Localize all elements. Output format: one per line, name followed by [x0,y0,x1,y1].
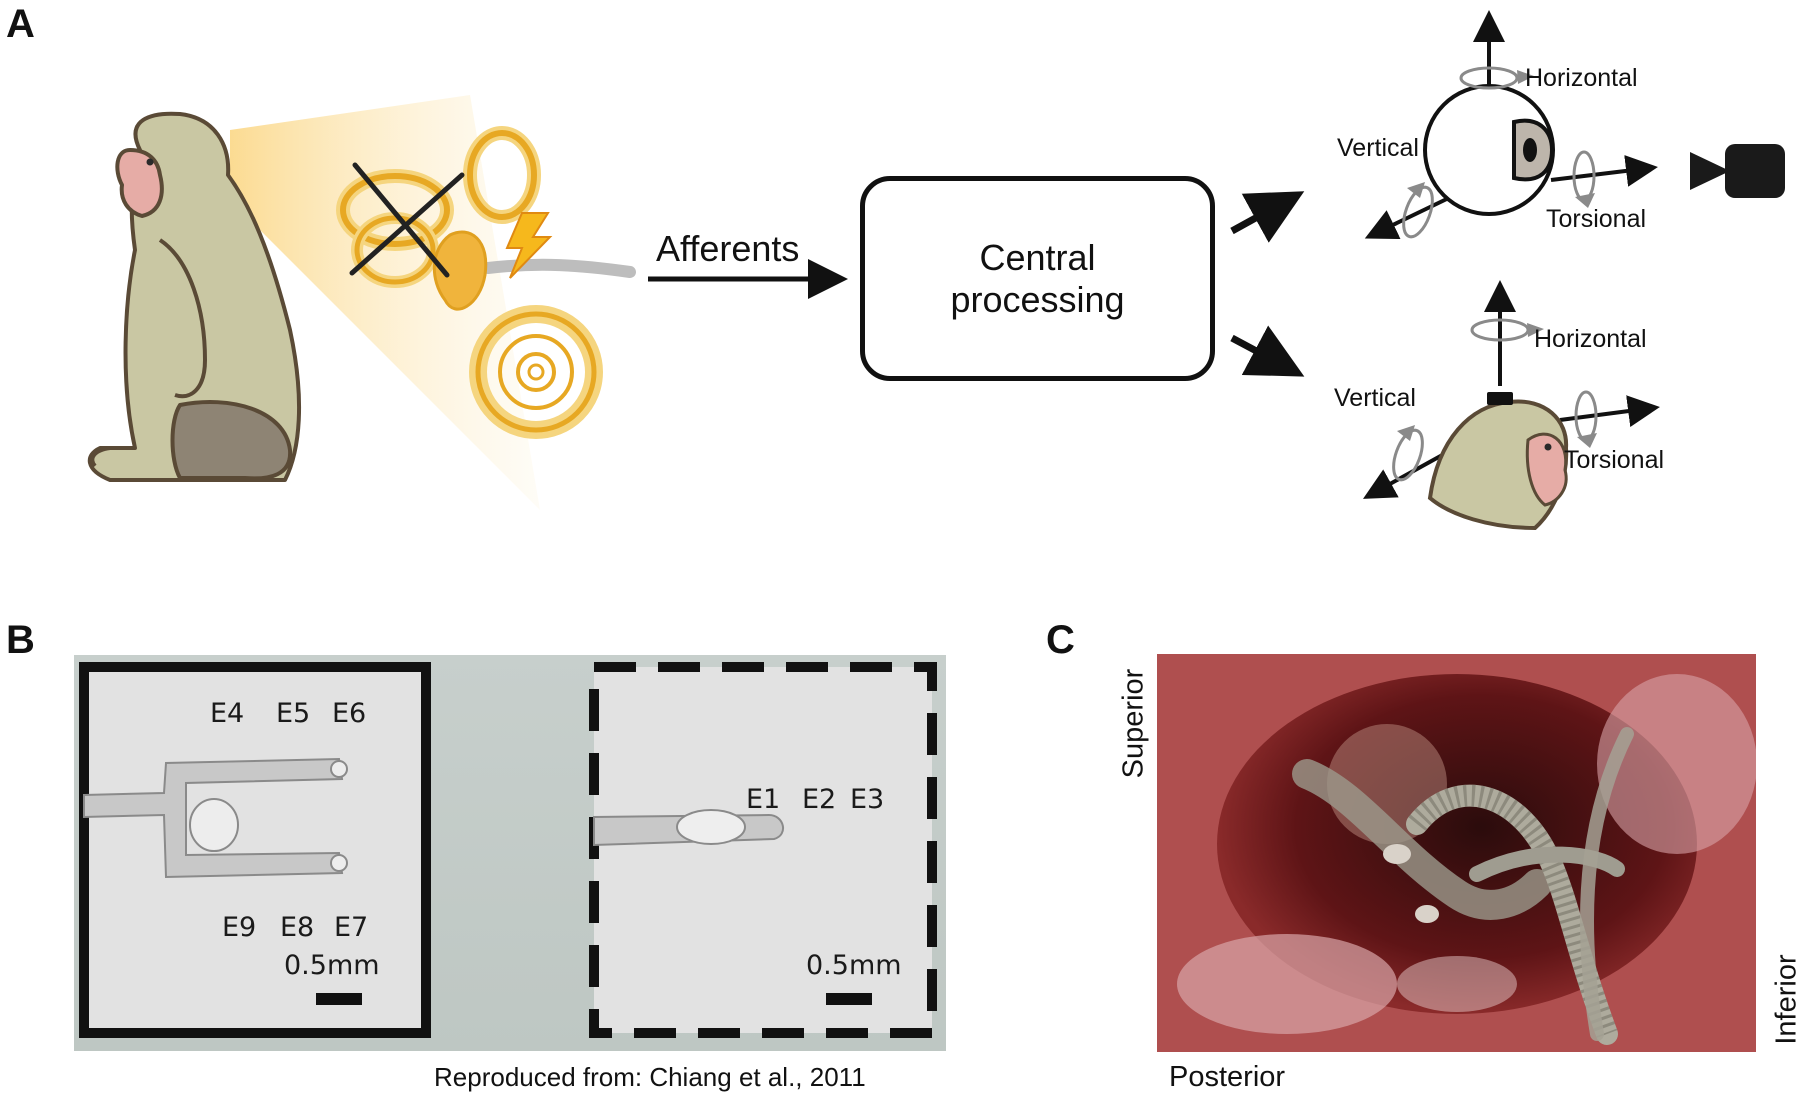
head-vertical-label: Vertical [1334,384,1416,412]
electrode-label-e5: E5 [276,698,311,729]
electrode-label-e4: E4 [210,698,245,729]
head-torsional-label: Torsional [1564,446,1665,474]
eye-torsional-label: Torsional [1546,205,1647,233]
electrode-label-e3: E3 [850,784,885,815]
head-horizontal-label: Horizontal [1534,325,1647,353]
surgical-photo [1157,654,1756,1052]
electrode-label-e8: E8 [280,912,315,943]
magnification-cone [230,95,540,510]
panel-b-letter: B [6,618,35,662]
eye-icon [1364,10,1658,239]
scale-label-right: 0.5mm [806,950,902,981]
panel-a-letter: A [6,2,35,46]
electrode-label-e7: E7 [334,912,369,943]
electrode-label-e1: E1 [746,784,781,815]
panel-a-graphics [87,10,1785,531]
camera-icon [1690,144,1785,198]
monkey-head-icon [1362,280,1660,531]
arrow-to-eye [1230,191,1305,243]
electrode-photo [74,655,946,1051]
posterior-label: Posterior [1169,1061,1286,1093]
scale-label-left: 0.5mm [284,950,380,981]
lightning-icon [505,212,553,279]
electrode-label-e6: E6 [332,698,367,729]
credit-text: Reproduced from: Chiang et al., 2011 [434,1062,866,1092]
fork-electrode [83,757,348,879]
central-processing-line1: Central [979,236,1096,278]
superior-label: Superior [1117,668,1150,779]
panel-c-letter: C [1046,618,1075,662]
cross-mark [349,162,465,278]
inner-ear-icon [336,126,636,439]
scale-bar-left [316,993,362,1005]
electrode-label-e9: E9 [222,912,257,943]
eye-horizontal-label: Horizontal [1525,64,1638,92]
eye-vertical-label: Vertical [1337,134,1419,162]
monkey-icon [87,111,302,482]
arrow-to-head [1230,325,1305,377]
linear-electrode [593,809,784,847]
electrode-label-e2: E2 [802,784,837,815]
central-processing-line2: processing [950,278,1125,320]
scale-bar-right [826,993,872,1005]
inferior-label: Inferior [1770,954,1800,1045]
afferents-label: Afferents [656,228,800,269]
